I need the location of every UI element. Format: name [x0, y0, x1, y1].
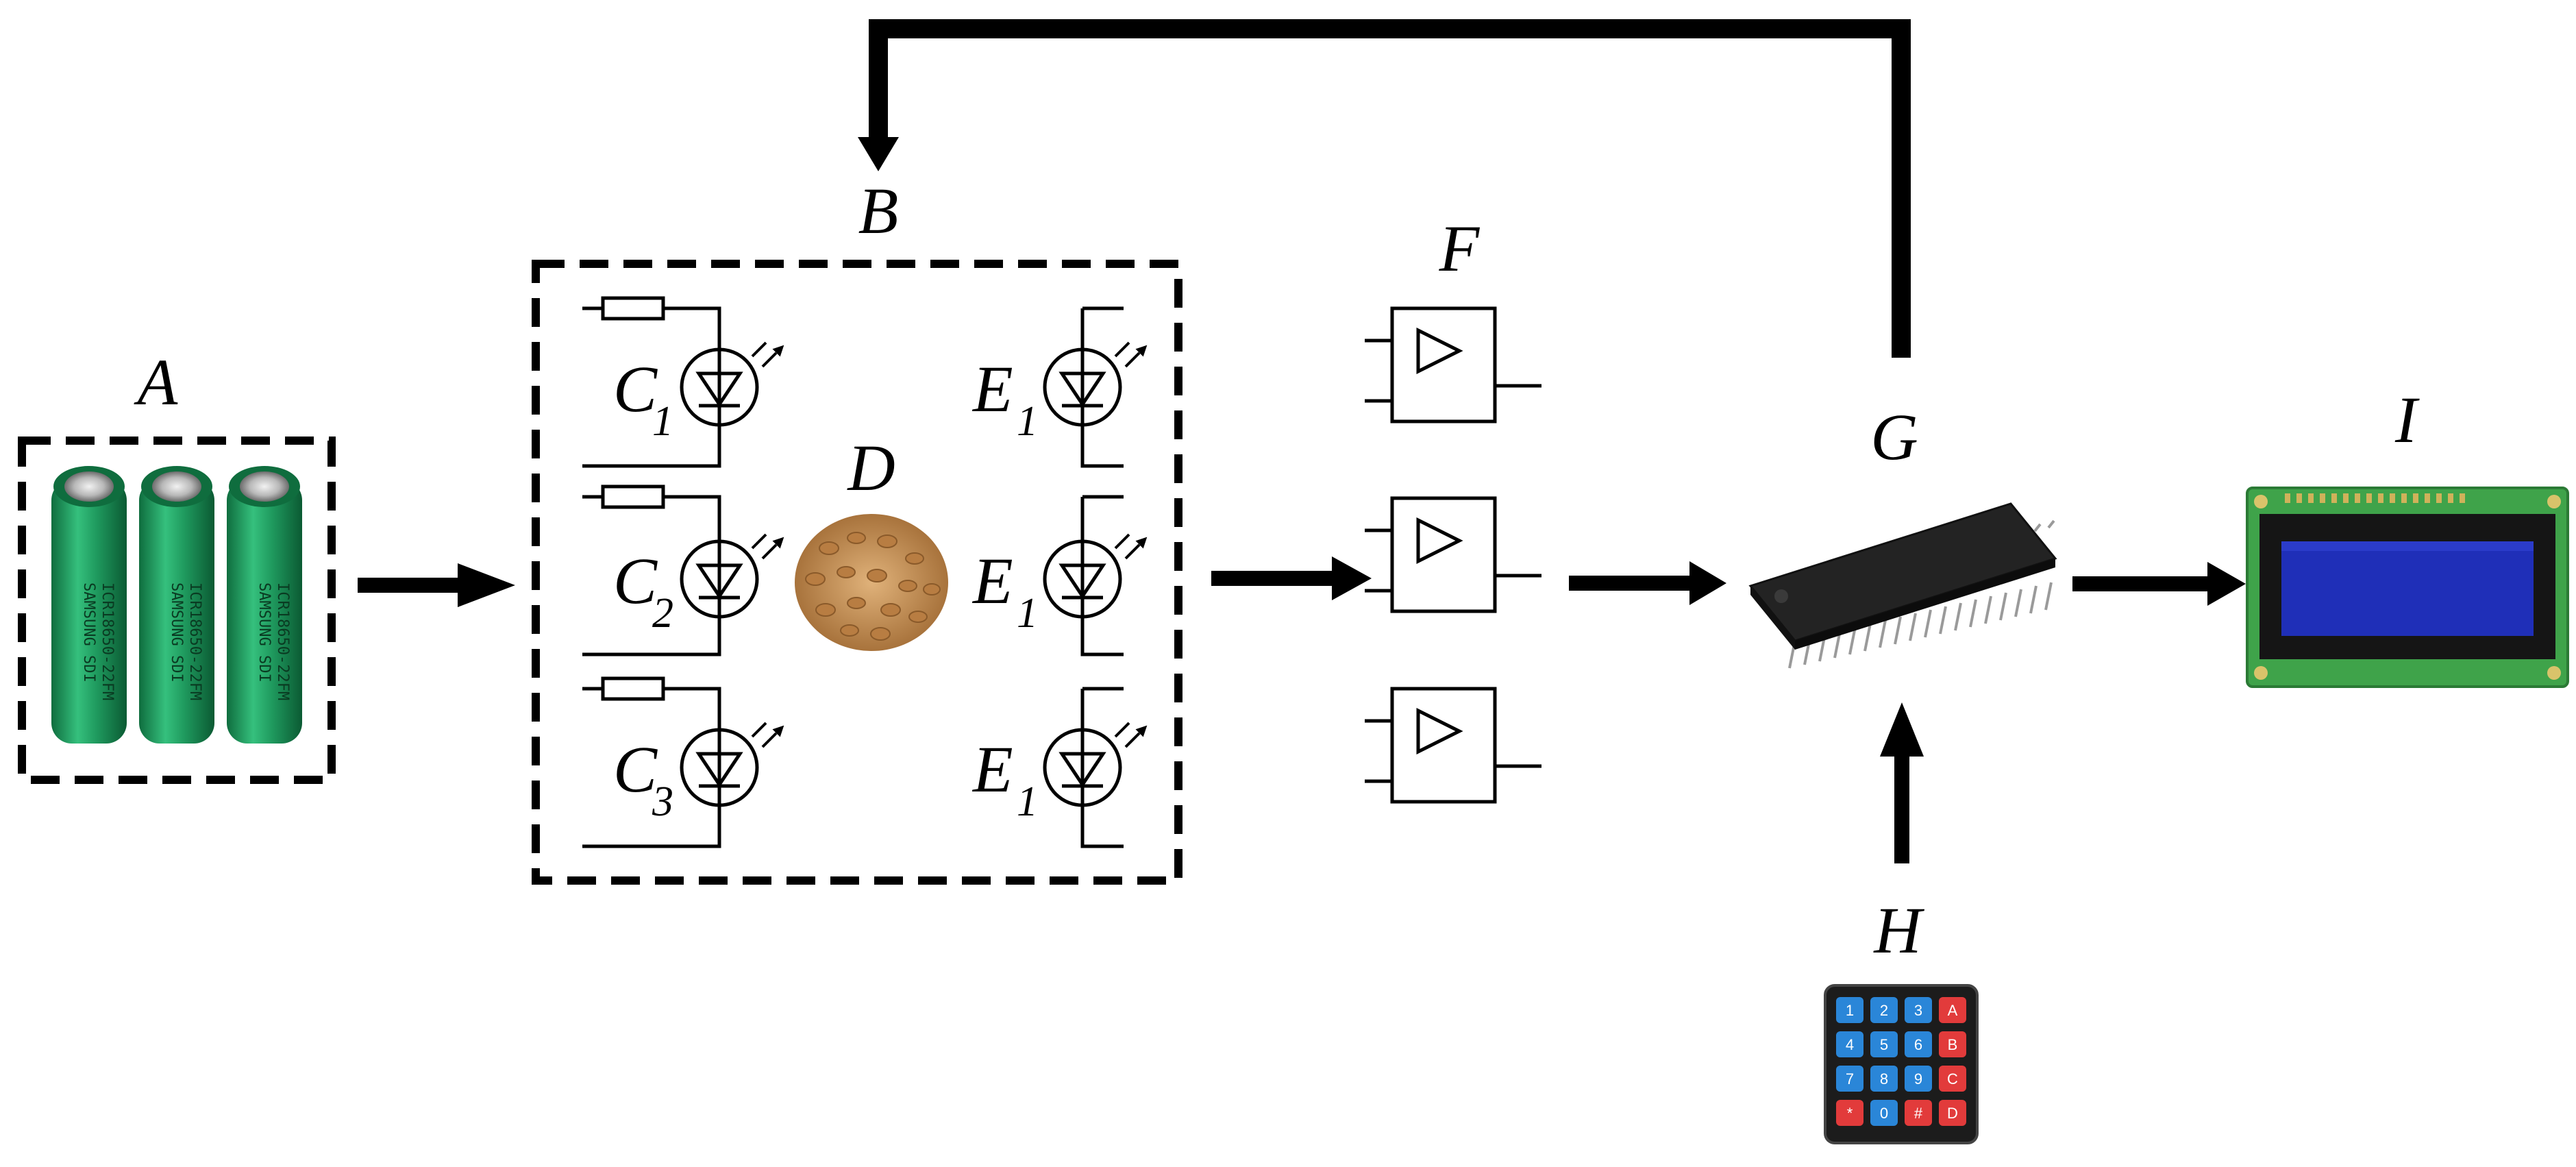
- keypad-key-label: 9: [1914, 1070, 1922, 1088]
- emitter-e3-letter: E: [971, 733, 1013, 806]
- microcontroller-block: G: [1748, 400, 2057, 669]
- detector-row-1: C 1: [582, 296, 776, 468]
- label-b: B: [858, 174, 899, 247]
- emitter-e2-index: 1: [1017, 590, 1038, 637]
- keypad-key: [1870, 1100, 1898, 1126]
- keypad-key: [1870, 997, 1898, 1023]
- keypad-key-label: 3: [1914, 1002, 1922, 1019]
- resistor-icon: [601, 676, 665, 701]
- detector-row-3: C 3: [582, 676, 776, 848]
- grain-sample-image: D: [795, 431, 948, 651]
- label-f: F: [1439, 212, 1481, 285]
- emitter-row-2: E 1: [971, 495, 1139, 656]
- emitter-e2-letter: E: [971, 544, 1013, 617]
- keypad-key-label: 5: [1880, 1036, 1888, 1053]
- keypad-block: H 1 2 3 A 4 5 6 B 7 8 9 C * 0 # D: [1824, 702, 1979, 1144]
- sensor-c1-index: 1: [652, 398, 673, 445]
- keypad-key-label: 8: [1880, 1070, 1888, 1088]
- detector-row-2: C 2: [582, 484, 776, 656]
- sensor-c3-index: 3: [652, 778, 673, 825]
- arrow-h-to-g: [1880, 702, 1924, 863]
- keypad-key: [1870, 1031, 1898, 1057]
- led-icon: [1043, 343, 1139, 427]
- emitter-row-1: E 1: [971, 306, 1139, 468]
- keypad-key: [1836, 1100, 1863, 1126]
- battery-cells-image: ICR18650-22FM SAMSUNG SDI ICR18650-22FM …: [51, 466, 302, 744]
- keypad-key: [1939, 1066, 1966, 1092]
- battery-print-1: ICR18650-22FM: [274, 582, 291, 700]
- label-g: G: [1870, 400, 1918, 474]
- battery-print-2: SAMSUNG SDI: [168, 582, 185, 683]
- keypad-key: [1870, 1066, 1898, 1092]
- keypad-key: [1939, 997, 1966, 1023]
- keypad-key-label: 6: [1914, 1036, 1922, 1053]
- keypad-key: [1905, 1031, 1932, 1057]
- lcd-module-image: [2246, 487, 2569, 688]
- sensor-board-block: B C 1: [532, 174, 1182, 885]
- keypad-key-label: D: [1947, 1105, 1958, 1122]
- emitter-e1-index: 1: [1017, 398, 1038, 445]
- sensor-c3-letter: C: [613, 733, 658, 806]
- emitter-e1-letter: E: [971, 352, 1013, 426]
- resistor-icon: [601, 484, 665, 509]
- amplifier-block: F: [1365, 212, 1541, 804]
- battery-print-1: ICR18650-22FM: [99, 582, 116, 700]
- keypad-key-label: B: [1948, 1036, 1958, 1053]
- battery-print-2: SAMSUNG SDI: [256, 582, 273, 683]
- led-icon: [1043, 535, 1139, 619]
- lcd-display-block: I: [2246, 383, 2569, 688]
- keypad-image: 1 2 3 A 4 5 6 B 7 8 9 C * 0 # D: [1824, 984, 1979, 1144]
- keypad-keys: 1 2 3 A 4 5 6 B 7 8 9 C * 0 # D: [1836, 997, 1966, 1126]
- keypad-key-label: A: [1948, 1002, 1958, 1019]
- keypad-key: [1939, 1100, 1966, 1126]
- led-icon: [1043, 723, 1139, 807]
- keypad-key-label: 0: [1880, 1105, 1888, 1122]
- label-i: I: [2394, 383, 2420, 456]
- amplifier-3: [1365, 687, 1541, 804]
- battery-print-2: SAMSUNG SDI: [80, 582, 97, 683]
- feedback-arrow-g-to-b: [858, 19, 1911, 358]
- keypad-key: [1836, 1031, 1863, 1057]
- keypad-key-label: 2: [1880, 1002, 1888, 1019]
- label-h: H: [1872, 894, 1924, 967]
- keypad-key-label: 7: [1846, 1070, 1854, 1088]
- keypad-key-label: *: [1847, 1105, 1853, 1122]
- photodiode-icon: [680, 343, 776, 427]
- sensor-c1-letter: C: [613, 352, 658, 426]
- arrow-b-to-f: [1211, 556, 1372, 600]
- keypad-key: [1836, 1066, 1863, 1092]
- mcu-chip-image: [1748, 502, 2057, 669]
- amplifier-icon: [1416, 327, 1463, 375]
- label-a: A: [134, 345, 178, 419]
- sensor-c2-letter: C: [613, 544, 658, 617]
- arrow-f-to-g: [1569, 561, 1726, 605]
- arrow-g-to-i: [2072, 562, 2246, 606]
- keypad-key: [1905, 1066, 1932, 1092]
- photodiode-icon: [680, 535, 776, 619]
- amplifier-icon: [1416, 517, 1463, 565]
- keypad-key: [1939, 1031, 1966, 1057]
- amplifier-1: [1365, 306, 1541, 423]
- battery-print-1: ICR18650-22FM: [186, 582, 203, 700]
- arrow-a-to-b: [358, 563, 515, 607]
- keypad-key: [1905, 997, 1932, 1023]
- keypad-key-label: #: [1914, 1105, 1923, 1122]
- keypad-key-label: C: [1947, 1070, 1958, 1088]
- amplifier-icon: [1416, 707, 1463, 755]
- keypad-key: [1836, 997, 1863, 1023]
- keypad-key-label: 1: [1846, 1002, 1854, 1019]
- keypad-key: [1905, 1100, 1932, 1126]
- emitter-row-3: E 1: [971, 687, 1139, 848]
- battery-pack-block: A ICR18650-22FM SAMSUNG SDI ICR18650-22F…: [18, 345, 336, 784]
- resistor-icon: [601, 296, 665, 321]
- photodiode-icon: [680, 723, 776, 807]
- emitter-e3-index: 1: [1017, 778, 1038, 825]
- amplifier-2: [1365, 496, 1541, 613]
- sensor-c2-index: 2: [652, 590, 673, 637]
- label-d: D: [846, 431, 895, 504]
- keypad-key-label: 4: [1846, 1036, 1854, 1053]
